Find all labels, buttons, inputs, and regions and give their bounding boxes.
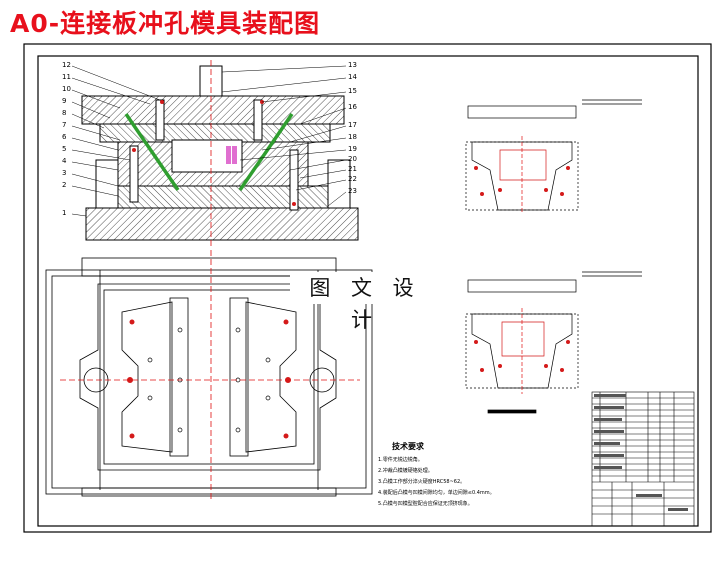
callout-21: 21 [348,165,357,173]
part-callouts-left: 12 11 10 9 8 7 6 5 4 3 2 1 [62,61,161,217]
part-detail-lower-holes [474,308,570,394]
tech-requirements: 技术要求 1.零件无锐边锐角。 2.冲裁凸模镀硬铬处理。 3.凸模工作部分淬火硬… [378,441,495,507]
tech-requirement-4: 4.装配后凸模与凹模间隙均匀，单边间隙≤0.4mm。 [378,489,495,496]
callout-6: 6 [62,133,67,141]
callout-1: 1 [62,209,66,217]
callout-5: 5 [62,145,66,153]
part-detail-upper-holes [474,136,570,214]
callout-16: 16 [348,103,357,111]
part-callouts-right: 13 14 15 16 17 18 19 20 21 22 23 [221,61,357,207]
drawing-title: A0-连接板冲孔模具装配图 [10,9,321,38]
callout-10: 10 [62,85,71,93]
title-block-fill [594,394,688,511]
plan-view-holes [60,250,360,500]
watermark-label: 图 文 设 计 [290,272,440,332]
callout-9: 9 [62,97,66,105]
callout-22: 22 [348,175,357,183]
callout-2: 2 [62,181,66,189]
callout-7: 7 [62,121,66,129]
part-detail-upper [465,99,642,211]
tech-requirements-heading: 技术要求 [392,441,425,451]
callout-14: 14 [348,73,357,81]
callout-23: 23 [348,187,357,195]
callout-11: 11 [62,73,71,81]
callout-17: 17 [348,121,357,129]
callout-4: 4 [62,157,67,165]
callout-15: 15 [348,87,357,95]
callout-13: 13 [348,61,357,69]
tech-requirement-2: 2.冲裁凸模镀硬铬处理。 [378,467,433,474]
inner-frame [37,55,699,527]
tech-requirement-1: 1.零件无锐边锐角。 [378,456,423,463]
callout-12: 12 [62,61,71,69]
title-block [591,391,695,527]
callout-8: 8 [62,109,66,117]
callout-18: 18 [348,133,357,141]
section-view [81,60,359,248]
callout-20: 20 [348,155,357,163]
callout-19: 19 [348,145,357,153]
tech-requirement-3: 3.凸模工作部分淬火硬度HRC58~62。 [378,478,465,485]
plan-view [45,257,373,497]
outer-frame [23,43,712,533]
tech-requirement-5: 5.凸模与凹模型腔配合应保证无顶挤现象。 [378,500,473,507]
callout-3: 3 [62,169,66,177]
